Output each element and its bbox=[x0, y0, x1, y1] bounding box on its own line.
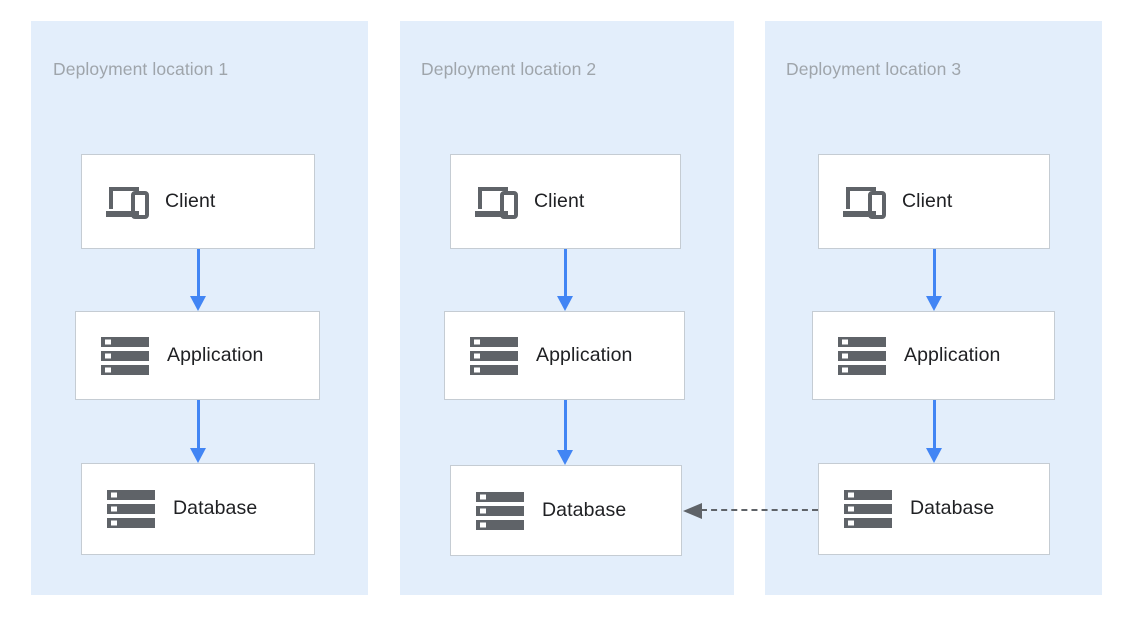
node-database-2[interactable]: Database bbox=[450, 465, 682, 556]
node-application-3-label: Application bbox=[904, 343, 1001, 366]
zone-2-title: Deployment location 2 bbox=[421, 59, 597, 79]
server-icon bbox=[476, 491, 524, 530]
server-icon bbox=[101, 336, 149, 375]
arrow-application-to-database-3 bbox=[926, 400, 942, 463]
arrow-client-to-application-1 bbox=[190, 249, 206, 311]
devices-icon bbox=[842, 185, 886, 219]
arrow-database-replication bbox=[683, 503, 818, 519]
deployment-location-3-panel: Deployment location 3 Client bbox=[765, 21, 1102, 595]
node-application-1-label: Application bbox=[167, 343, 264, 366]
server-icon bbox=[844, 490, 892, 528]
node-database-1-label: Database bbox=[173, 497, 258, 520]
node-client-2-label: Client bbox=[534, 189, 585, 212]
deployment-location-1-panel: Deployment location 1 Client bbox=[31, 21, 368, 595]
arrow-client-to-application-3 bbox=[926, 249, 942, 311]
node-application-2-label: Application bbox=[536, 343, 633, 366]
node-database-2-label: Database bbox=[542, 498, 627, 521]
node-application-2[interactable]: Application bbox=[444, 311, 685, 400]
devices-icon bbox=[105, 185, 149, 219]
arrow-client-to-application-2 bbox=[557, 249, 573, 311]
node-client-1[interactable]: Client bbox=[81, 154, 315, 249]
node-database-1[interactable]: Database bbox=[81, 463, 315, 555]
node-client-1-label: Client bbox=[165, 189, 216, 212]
zone-1-title: Deployment location 1 bbox=[53, 59, 229, 79]
server-icon bbox=[470, 336, 518, 375]
deployment-location-2-panel: Deployment location 2 Client bbox=[400, 21, 734, 595]
devices-icon bbox=[474, 185, 518, 219]
server-icon bbox=[107, 490, 155, 528]
node-application-3[interactable]: Application bbox=[812, 311, 1055, 400]
node-application-1[interactable]: Application bbox=[75, 311, 320, 400]
arrow-application-to-database-2 bbox=[557, 400, 573, 465]
node-client-2[interactable]: Client bbox=[450, 154, 681, 249]
zone-3-title: Deployment location 3 bbox=[786, 59, 962, 79]
replication-arrowhead-icon bbox=[683, 503, 702, 519]
node-client-3[interactable]: Client bbox=[818, 154, 1050, 249]
node-database-3[interactable]: Database bbox=[818, 463, 1050, 555]
node-client-3-label: Client bbox=[902, 189, 953, 212]
arrow-application-to-database-1 bbox=[190, 400, 206, 463]
replication-dashed-line bbox=[701, 509, 818, 511]
node-database-3-label: Database bbox=[910, 497, 995, 520]
server-icon bbox=[838, 336, 886, 375]
